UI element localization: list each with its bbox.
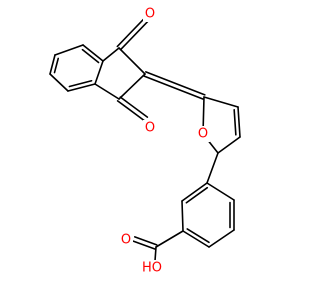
furan-phenyl-bond: [206, 152, 219, 184]
atom-label-layer: O O O O HO: [119, 6, 210, 276]
benzo-bond-1: [54, 44, 84, 56]
benzo-bond-4-inner: [68, 79, 93, 88]
chemical-structure: O O O O HO: [49, 6, 241, 276]
methine-furan: [203, 96, 239, 108]
carbonyl-b: [132, 240, 157, 250]
atom-label-carboxyl-o: O: [121, 233, 131, 248]
atom-hydroxyl-oh: HO: [139, 260, 165, 276]
atom-label-ketone-o-top: O: [145, 7, 155, 22]
furan-bond-1-inner: [233, 108, 237, 136]
phenyl-bond-6: [206, 182, 235, 201]
exocyclic-double-a: [143, 75, 204, 100]
furan-bond-2: [217, 136, 241, 154]
phenyl-bond-2: [181, 200, 184, 232]
phenyl-bond-1-inner: [185, 186, 209, 204]
phenyl-bond-3-main: [182, 230, 210, 248]
atom-furan-o: O: [196, 126, 210, 142]
phenyl-bond-3-inner: [186, 228, 210, 244]
indane-bond-4: [94, 83, 120, 100]
ketone-top-b: [116, 17, 146, 48]
atom-label-hydroxyl-oh: HO: [142, 261, 162, 276]
phenyl-carboxyl-bond: [155, 230, 184, 248]
ketone-top-a: [119, 20, 149, 51]
carboxyl-oh-bond: [154, 246, 157, 262]
ketone-bottom-a: [116, 100, 146, 122]
atom-ketone-o-top: O: [143, 6, 157, 22]
indane-bond-3: [118, 73, 146, 100]
benzo-bond-5: [94, 60, 104, 85]
phenyl-bond-4: [208, 229, 235, 248]
indane-bond-1: [102, 47, 120, 62]
atom-label-furan-o: O: [198, 127, 208, 142]
atom-label-ketone-o-bottom: O: [145, 121, 155, 136]
benzo-bond-4-main: [67, 83, 96, 92]
benzo-bond-2-inner: [53, 57, 60, 74]
ketone-bottom-b: [119, 96, 149, 118]
phenyl-bond-1-main: [181, 182, 208, 202]
indane-bond-2: [118, 47, 146, 75]
benzo-bond-6-inner: [81, 48, 100, 64]
bond-layer: [49, 17, 241, 262]
benzo-bond-3: [49, 73, 69, 92]
atom-carboxyl-o: O: [119, 232, 133, 248]
benzo-bond-2-main: [49, 54, 56, 75]
exocyclic-double-b: [145, 71, 206, 96]
carbonyl-a: [133, 236, 158, 246]
furan-bond-1-main: [237, 106, 241, 138]
benzo-bond-6-main: [82, 44, 104, 62]
atom-ketone-o-bottom: O: [143, 120, 157, 136]
